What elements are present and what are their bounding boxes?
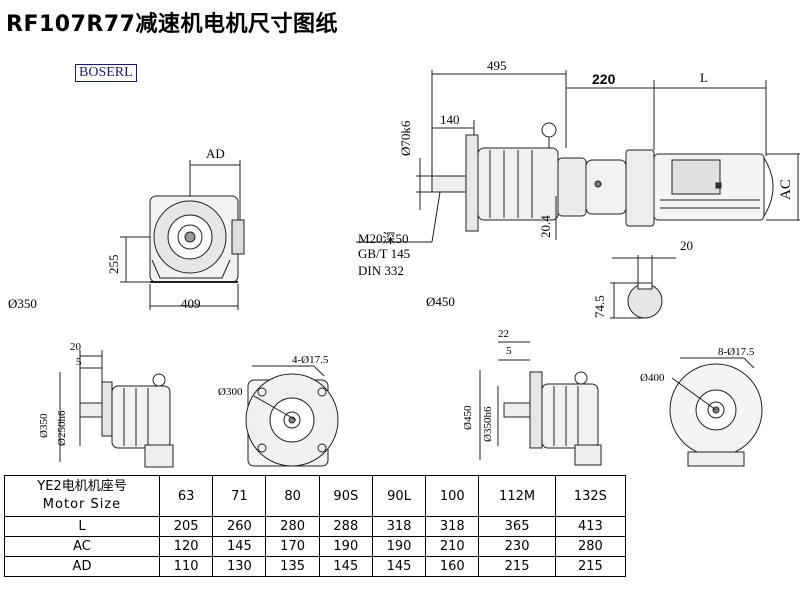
dim-f2-holes: 8-Ø17.5 — [718, 346, 755, 358]
dim-f1-250: Ø250h6 — [56, 410, 68, 446]
technical-drawing — [59, 70, 800, 468]
dim-f2-22: 22 — [498, 328, 509, 340]
shaft-key-section — [610, 255, 676, 319]
dim-key-20: 20 — [680, 238, 693, 253]
dim-f2-350: Ø350h6 — [482, 406, 494, 442]
table-cell: 145 — [318, 556, 373, 577]
header-cn: YE2电机机座号 — [37, 479, 127, 494]
dim-f1-20: 20 — [70, 341, 81, 353]
size-header-cell: 63 — [158, 475, 214, 517]
table-cell: 110 — [158, 556, 214, 577]
dim-f2-450: Ø450 — [462, 405, 474, 430]
table-cell: 288 — [318, 516, 373, 537]
dim-140: 140 — [440, 112, 460, 127]
row-label: L — [4, 516, 160, 537]
table-cell: 135 — [265, 556, 320, 577]
dim-f2-5: 5 — [506, 345, 512, 357]
dim-L: L — [700, 70, 708, 85]
brand-logo: BOSERL — [75, 64, 137, 82]
table-cell: 318 — [425, 516, 480, 537]
dim-f1-holes: 4-Ø17.5 — [292, 354, 329, 366]
size-header-cell: 100 — [425, 475, 480, 517]
table-cell: 170 — [265, 536, 320, 557]
dim-255: 255 — [106, 254, 121, 275]
row-label: AC — [4, 536, 160, 557]
header-en: Motor Size — [42, 497, 122, 512]
table-cell: 120 — [158, 536, 214, 557]
dim-220: 220 — [592, 71, 616, 87]
size-header-cell: 132S — [554, 475, 627, 517]
table-cell: 230 — [478, 536, 556, 557]
side-view-assembly — [431, 122, 774, 232]
table-cell: 145 — [212, 536, 267, 557]
table-cell: 210 — [425, 536, 480, 557]
end-view-gearbox — [149, 195, 245, 283]
page-title: RF107R77减速机电机尺寸图纸 — [6, 12, 338, 37]
dim-f1-5: 5 — [76, 356, 82, 368]
size-header-cell: 71 — [212, 475, 267, 517]
dim-20-4: 20.4 — [538, 215, 553, 238]
flange-view-2-face — [669, 363, 763, 467]
table-cell: 318 — [371, 516, 427, 537]
dim-70k6: Ø70k6 — [398, 120, 413, 156]
dim-f2-400: Ø400 — [640, 372, 665, 384]
table-cell: 190 — [318, 536, 373, 557]
dim-409: 409 — [181, 296, 201, 311]
size-header-cell: 90S — [318, 475, 373, 517]
flange-view-2-side — [503, 371, 602, 466]
table-cell: 130 — [212, 556, 267, 577]
dim-ac: AC — [778, 179, 794, 200]
table-cell: 413 — [554, 516, 627, 537]
table-cell: 215 — [554, 556, 627, 577]
row-label: AD — [4, 556, 160, 577]
dim-f1-350: Ø350 — [38, 413, 50, 438]
dim-74-5: 74.5 — [592, 295, 607, 318]
size-header-cell: 112M — [478, 475, 556, 517]
dim-450-main: Ø450 — [426, 294, 455, 309]
dim-f1-300: Ø300 — [218, 386, 243, 398]
table-cell: 365 — [478, 516, 556, 537]
table-cell: 145 — [371, 556, 427, 577]
size-header-cell: 90L — [371, 475, 427, 517]
flange-view-1-face — [245, 373, 339, 467]
table-header-label: YE2电机机座号 Motor Size — [4, 475, 160, 517]
dim-m20: M20深50 — [358, 231, 409, 246]
size-header-cell: 80 — [265, 475, 320, 517]
table-cell: 205 — [158, 516, 214, 537]
flange-view-1-side — [79, 373, 174, 468]
dim-din: DIN 332 — [358, 263, 404, 278]
table-cell: 280 — [554, 536, 627, 557]
table-cell: 190 — [371, 536, 427, 557]
table-cell: 260 — [212, 516, 267, 537]
dim-ad: AD — [206, 146, 225, 161]
table-cell: 215 — [478, 556, 556, 577]
dim-495: 495 — [487, 58, 507, 73]
table-cell: 280 — [265, 516, 320, 537]
dim-350-main: Ø350 — [8, 296, 37, 311]
table-cell: 160 — [425, 556, 480, 577]
dim-gbt: GB/T 145 — [358, 246, 411, 261]
